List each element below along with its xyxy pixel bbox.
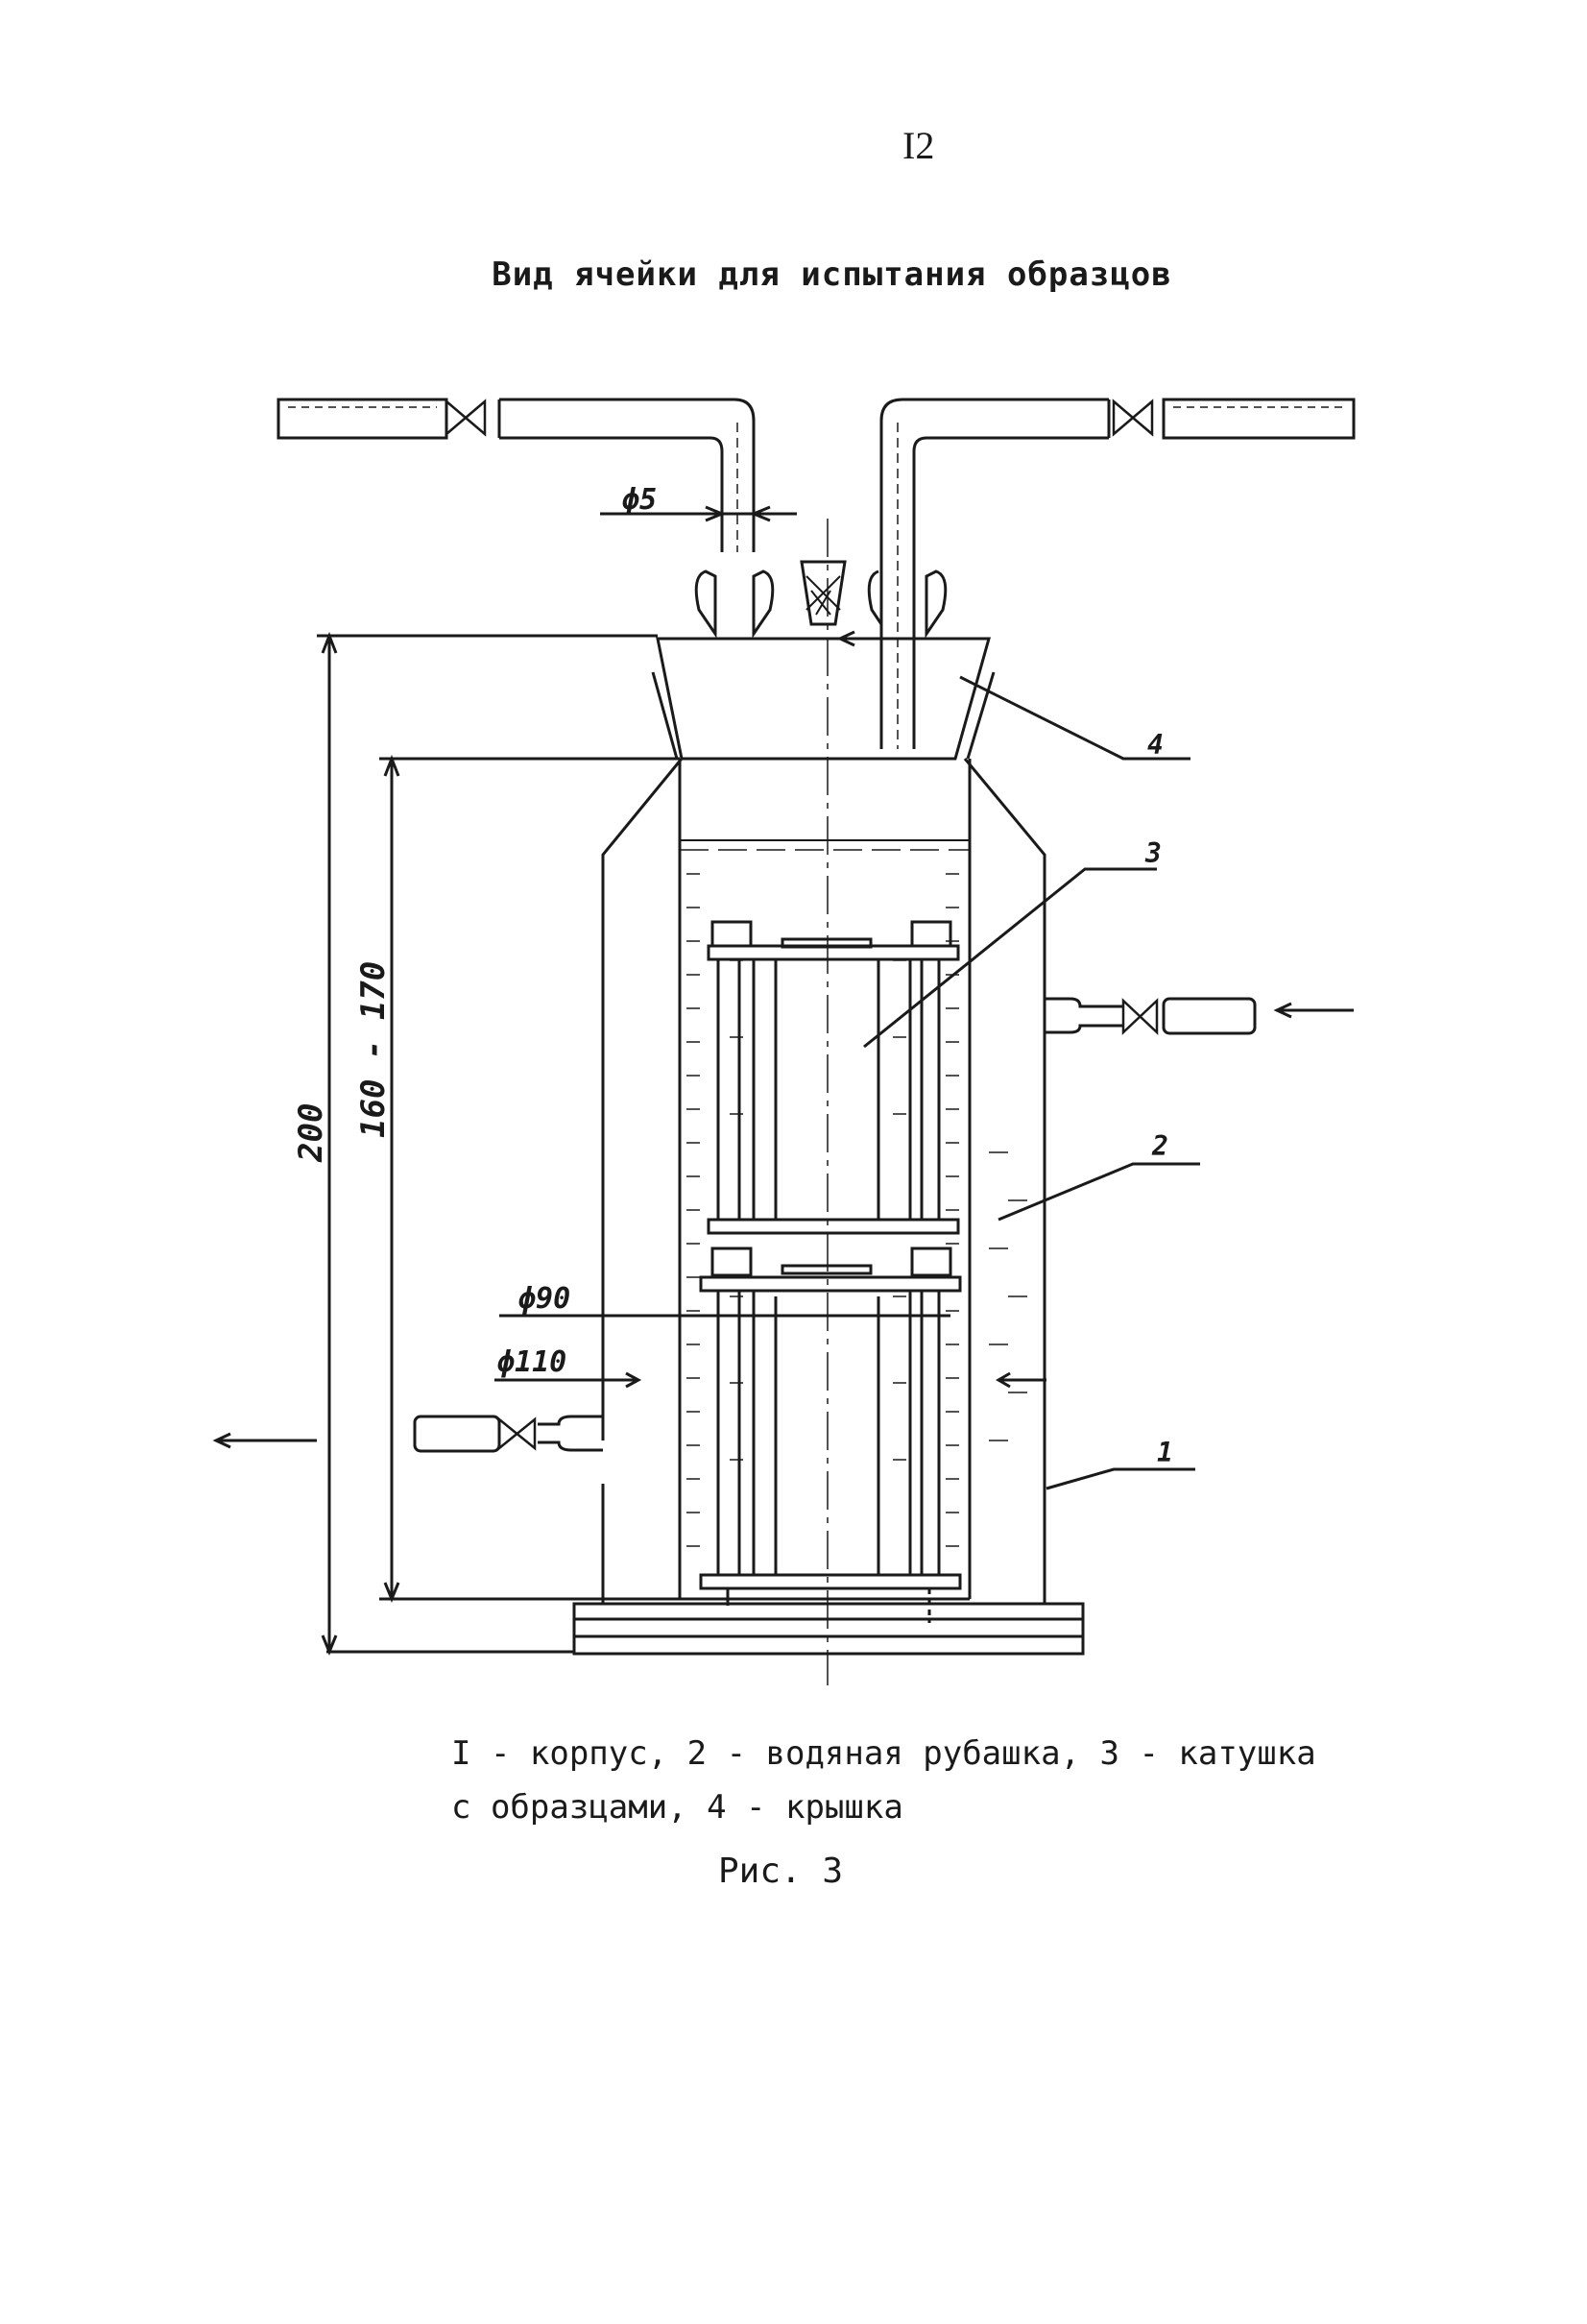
inner-diameter-label: ϕ90 — [518, 1282, 570, 1316]
callout-2: 2 — [1151, 1130, 1168, 1162]
jacket-outlet — [212, 1415, 603, 1453]
callout-1: 1 — [1157, 1437, 1173, 1468]
callout-leaders — [863, 675, 1200, 1490]
left-inlet-pipe — [277, 398, 756, 552]
height-200-dimension — [317, 631, 658, 1656]
vessel-body — [572, 758, 1085, 1656]
lid — [651, 637, 996, 761]
total-height-label: 200 — [292, 1103, 330, 1163]
liquid-hatching — [686, 873, 1027, 1547]
outer-diameter-label: ϕ110 — [497, 1345, 566, 1379]
outer-diameter-dimension — [494, 1371, 1046, 1389]
callout-4: 4 — [1147, 729, 1164, 761]
callout-3: 3 — [1144, 837, 1162, 869]
height-160-170-dimension — [379, 754, 680, 1603]
liquid-height-label: 160 - 170 — [354, 961, 393, 1138]
lid-glands — [694, 560, 948, 647]
jacket-inlet — [1045, 997, 1354, 1035]
right-outlet-pipe — [879, 398, 1356, 749]
figure-title: Вид ячейки для испытания образцов — [492, 255, 1172, 294]
figure-legend: I - корпус, 2 - водяная рубашка, 3 - кат… — [451, 1734, 1316, 1827]
tube-diameter-dimension — [600, 505, 797, 522]
page-number: I2 — [902, 124, 935, 167]
tube-diameter-label: ϕ5 — [622, 483, 657, 517]
sample-spool — [699, 920, 962, 1623]
figure-caption: Рис. 3 — [718, 1852, 844, 1891]
